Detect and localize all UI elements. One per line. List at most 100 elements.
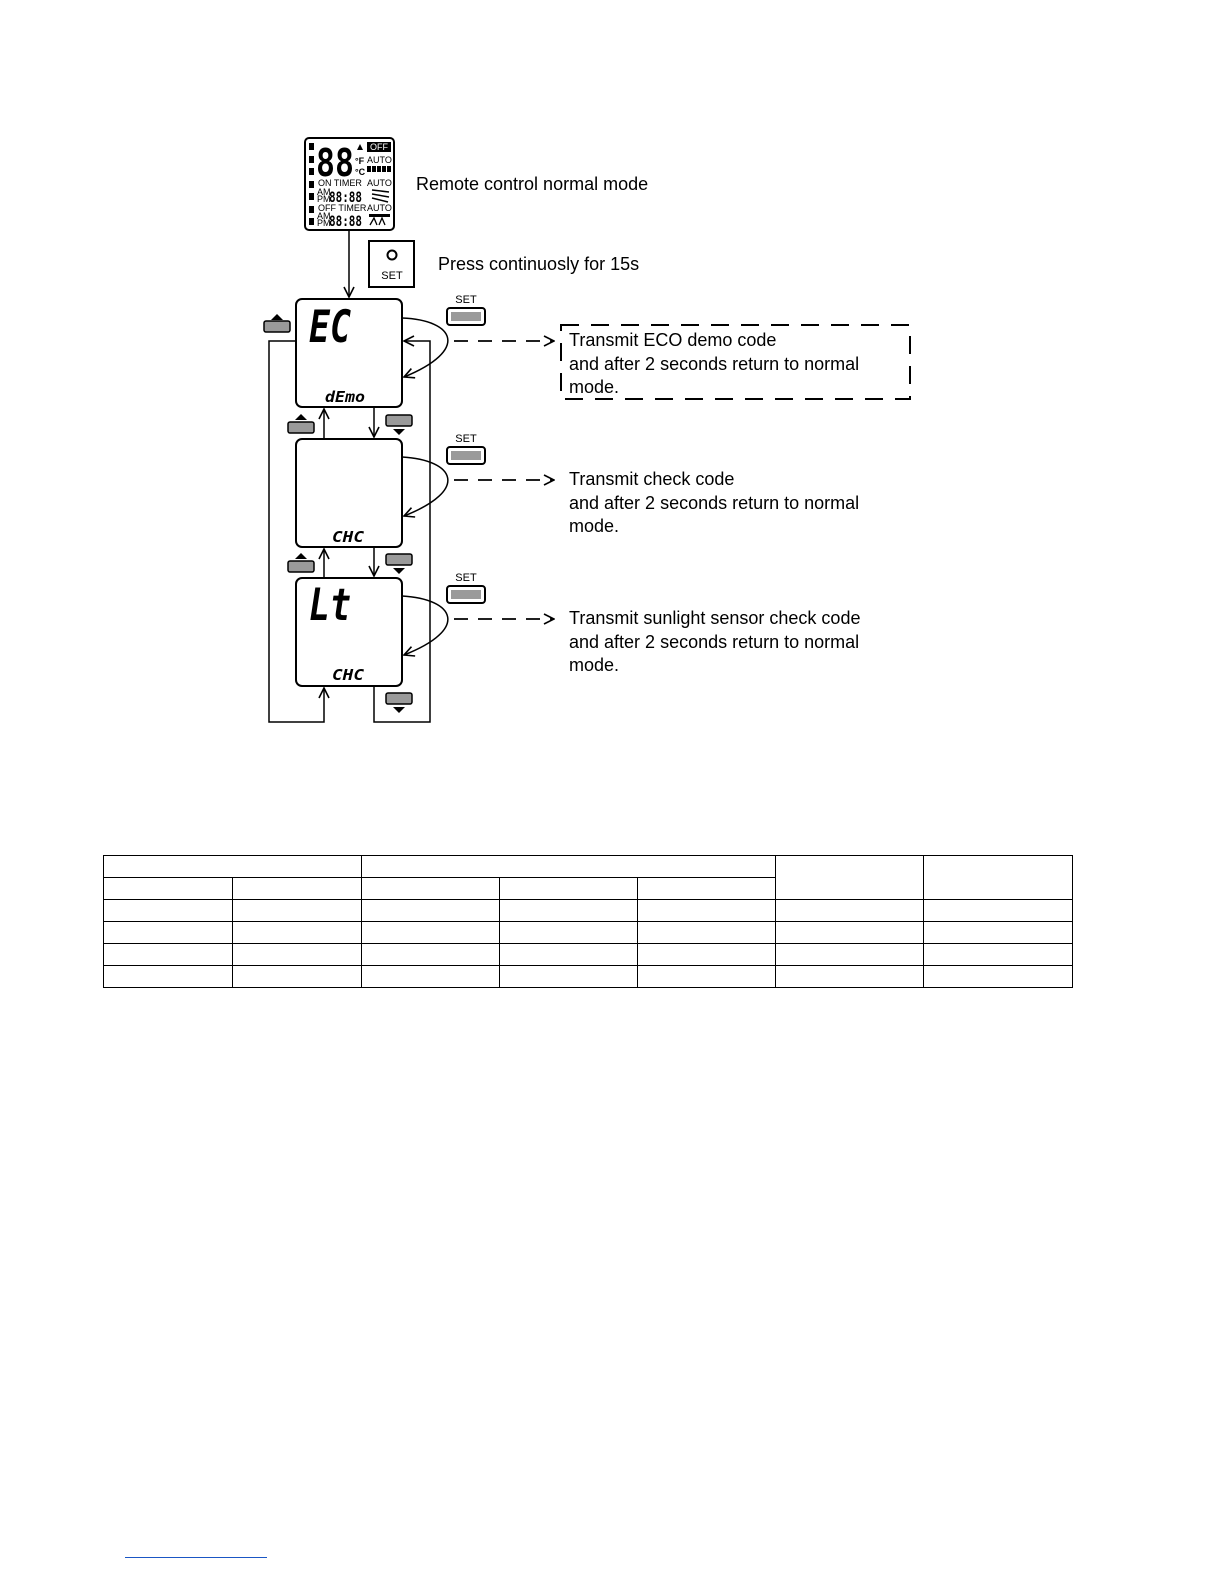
table-cell	[923, 965, 1073, 988]
remote-control-flow-diagram: 88 °F °C OFF AUTO ON TIMER AUTO AM PM 88…	[263, 137, 911, 723]
up-arrow-icon	[271, 314, 283, 320]
screen-3-top-code: Lt	[309, 580, 351, 631]
table-cell	[637, 877, 776, 900]
table-cell	[637, 943, 776, 966]
lcd-left-bar-icon	[309, 143, 314, 225]
press-continuously-label: Press continuosly for 15s	[438, 254, 639, 274]
lcd-off-timer-label: OFF TIMER	[318, 203, 367, 213]
lcd-on-timer-label: ON TIMER	[318, 178, 362, 188]
loop-down-wrap-arrow	[373, 341, 431, 723]
empty-grid-table	[103, 855, 1073, 988]
set-small-label-3: SET	[455, 572, 477, 584]
down-arrow-icon	[393, 568, 405, 574]
action-3-line-2: and after 2 seconds return to normal	[569, 632, 859, 652]
set-button-small-2[interactable]: SET	[446, 433, 486, 465]
action-1-line-1: Transmit ECO demo code	[569, 330, 776, 350]
table-cell	[103, 921, 233, 944]
table-cell	[775, 965, 924, 988]
table-cell	[637, 899, 776, 922]
up-button-2[interactable]	[287, 414, 315, 434]
down-arrow-icon	[393, 707, 405, 713]
lcd-auto-label-1: AUTO	[367, 155, 392, 165]
table-cell	[361, 855, 776, 878]
set-button-small-1[interactable]: SET	[446, 294, 486, 326]
lcd-auto-label-3: AUTO	[367, 203, 392, 213]
table-cell	[232, 965, 362, 988]
table-cell	[361, 899, 500, 922]
table-cell	[499, 965, 638, 988]
table-row	[103, 965, 1073, 988]
lcd-deg-f: °F	[355, 156, 365, 166]
footer-link-underline[interactable]	[125, 1557, 267, 1558]
table-cell	[775, 855, 924, 900]
down-button-2[interactable]	[385, 553, 413, 574]
lcd-am-label-2: AM	[317, 211, 331, 221]
table-cell	[103, 877, 233, 900]
off-badge	[367, 142, 391, 152]
table-cell	[499, 877, 638, 900]
up-button-1[interactable]	[263, 314, 291, 333]
table-cell	[923, 943, 1073, 966]
screen-ec-demo: EC dEmo	[295, 298, 403, 408]
table-cell	[923, 855, 1073, 900]
set-button[interactable]: SET	[368, 240, 415, 288]
action-1-line-2: and after 2 seconds return to normal	[569, 354, 859, 374]
set-small-label-1: SET	[455, 294, 477, 306]
remote-lcd-display: 88 °F °C OFF AUTO ON TIMER AUTO AM PM 88…	[304, 137, 395, 231]
set-button-small-3[interactable]: SET	[446, 572, 486, 604]
table-cell	[775, 943, 924, 966]
lcd-on-timer-digits: 88:88	[329, 190, 362, 206]
set-loop-arrow-3	[401, 595, 449, 655]
screen-2-bottom-code: CHC	[332, 528, 364, 546]
table-cell	[361, 921, 500, 944]
table-cell	[637, 965, 776, 988]
table-cell	[775, 899, 924, 922]
table-row	[103, 899, 1073, 922]
lcd-auto-label-2: AUTO	[367, 178, 392, 188]
screen-3-bottom-code: CHC	[332, 666, 364, 684]
action-2-line-1: Transmit check code	[569, 469, 734, 489]
action-3-line-3: mode.	[569, 655, 619, 675]
table-cell	[103, 965, 233, 988]
off-badge-label: OFF	[370, 142, 388, 152]
table-cell	[923, 899, 1073, 922]
lcd-off-timer-digits: 88:88	[329, 214, 362, 230]
screen-sunlight: Lt CHC	[295, 577, 403, 687]
lcd-temperature-digits: 88	[316, 141, 354, 185]
table-cell	[361, 965, 500, 988]
lcd-pm-label-2: PM	[317, 218, 331, 228]
table-cell	[499, 921, 638, 944]
table-row	[103, 921, 1073, 944]
down-button-1[interactable]	[385, 414, 413, 435]
table-cell	[232, 877, 362, 900]
lcd-pm-label-1: PM	[317, 194, 331, 204]
table-cell	[361, 943, 500, 966]
table-cell	[499, 943, 638, 966]
table-cell	[923, 921, 1073, 944]
table-subheader-row	[103, 877, 1073, 900]
normal-mode-label: Remote control normal mode	[416, 174, 648, 194]
down-button-3[interactable]	[385, 692, 413, 713]
action-2-line-3: mode.	[569, 516, 619, 536]
set-button-label: SET	[381, 270, 403, 282]
lcd-deg-c: °C	[355, 167, 366, 177]
vertical-swing-icon	[371, 189, 390, 203]
table-row	[103, 943, 1073, 966]
action-1-line-3: mode.	[569, 377, 619, 397]
table-cell	[103, 943, 233, 966]
table-cell	[499, 899, 638, 922]
fan-speed-bars-icon	[367, 166, 391, 172]
set-button-dot-icon	[386, 249, 398, 261]
table-cell	[361, 877, 500, 900]
table-cell	[232, 921, 362, 944]
screen-1-top-code: EC	[309, 302, 351, 353]
screen-check: CHC	[295, 438, 403, 548]
table-cell	[103, 855, 362, 878]
set-loop-arrow-2	[401, 456, 449, 516]
up-button-3[interactable]	[287, 553, 315, 573]
triangle-up-icon	[357, 144, 363, 150]
lcd-am-label-1: AM	[317, 187, 331, 197]
action-2-line-2: and after 2 seconds return to normal	[569, 493, 859, 513]
table-cell	[103, 899, 233, 922]
table-cell	[232, 943, 362, 966]
